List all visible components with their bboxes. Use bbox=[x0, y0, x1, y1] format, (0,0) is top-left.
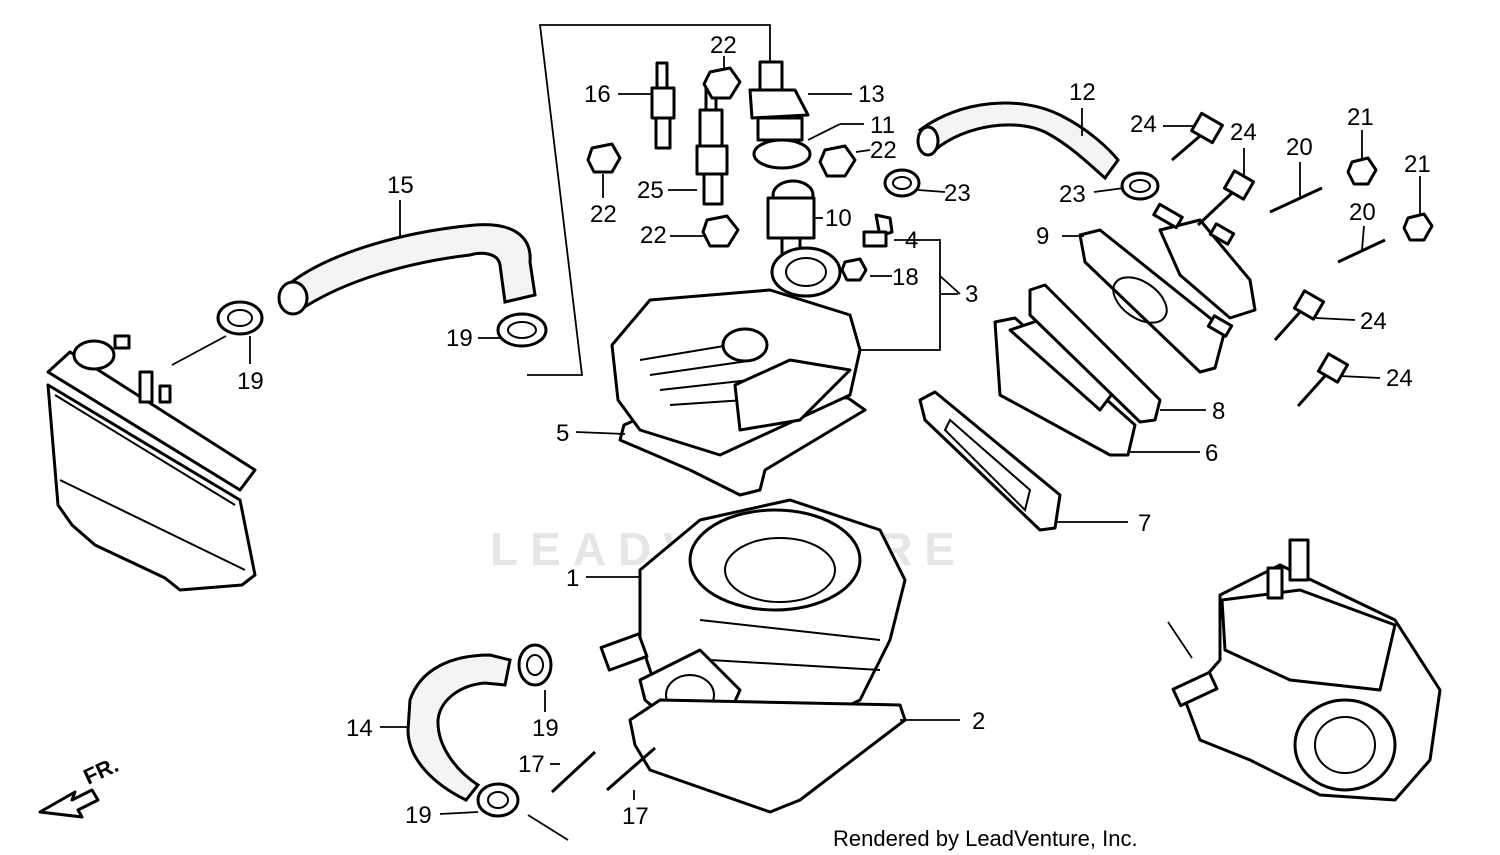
callout-21: 21 bbox=[1347, 104, 1374, 131]
callout-19: 19 bbox=[446, 325, 473, 352]
nut-18[interactable] bbox=[840, 257, 868, 282]
thermostat-cover-13[interactable] bbox=[748, 60, 810, 142]
callout-9: 9 bbox=[1036, 223, 1049, 250]
callout-6: 6 bbox=[1205, 440, 1218, 467]
callout-18: 18 bbox=[892, 264, 919, 291]
hose-clamp-23a[interactable] bbox=[883, 168, 921, 198]
callout-19: 19 bbox=[405, 802, 432, 829]
callout-17: 17 bbox=[622, 803, 649, 830]
callout-22: 22 bbox=[640, 222, 667, 249]
stud-17-a[interactable] bbox=[550, 750, 597, 794]
front-direction-arrow bbox=[38, 788, 100, 819]
carburetor-joint[interactable] bbox=[1152, 202, 1257, 338]
callout-2: 2 bbox=[972, 708, 985, 735]
stud-20-a[interactable] bbox=[1269, 186, 1323, 214]
bolt-24-c[interactable] bbox=[1273, 289, 1326, 341]
spark-plug-16[interactable] bbox=[650, 61, 676, 150]
nut-21-top[interactable] bbox=[1346, 156, 1378, 186]
callout-11: 11 bbox=[870, 112, 895, 139]
nut-22-left[interactable] bbox=[586, 142, 622, 174]
stud-17-b[interactable] bbox=[606, 746, 656, 792]
callout-22: 22 bbox=[870, 137, 897, 164]
hose-clamp-19c[interactable] bbox=[517, 643, 553, 687]
callout-25: 25 bbox=[637, 177, 664, 204]
callout-24: 24 bbox=[1130, 111, 1157, 138]
footer-credit: Rendered by LeadVenture, Inc. bbox=[833, 826, 1138, 851]
callout-3: 3 bbox=[965, 281, 978, 308]
engine-reference bbox=[1171, 538, 1442, 802]
hose-clamp-19d[interactable] bbox=[476, 782, 520, 818]
callout-19: 19 bbox=[532, 715, 559, 742]
nut-22-top[interactable] bbox=[702, 66, 742, 100]
bolt-24-a[interactable] bbox=[1171, 111, 1224, 162]
reed-gasket-8[interactable] bbox=[1028, 283, 1162, 424]
insulator-gasket-7[interactable] bbox=[918, 390, 1062, 532]
callout-20: 20 bbox=[1286, 134, 1313, 161]
bolt-4[interactable] bbox=[862, 213, 894, 248]
callout-8: 8 bbox=[1212, 398, 1225, 425]
upper-radiator-hose[interactable] bbox=[279, 223, 537, 312]
callout-23: 23 bbox=[1059, 181, 1086, 208]
callout-19: 19 bbox=[237, 368, 264, 395]
callout-12: 12 bbox=[1069, 79, 1096, 106]
callout-22: 22 bbox=[590, 201, 617, 228]
bolt-24-b[interactable] bbox=[1196, 169, 1256, 227]
callout-10: 10 bbox=[825, 205, 852, 232]
bypass-hose[interactable] bbox=[917, 101, 1120, 181]
cylinder-head-5[interactable] bbox=[610, 246, 867, 497]
stud-20-b[interactable] bbox=[1337, 238, 1386, 264]
hose-clamp-23b[interactable] bbox=[1120, 171, 1160, 201]
reed-valve-6[interactable] bbox=[993, 316, 1137, 457]
bolt-24-d[interactable] bbox=[1296, 352, 1350, 408]
group-bracket bbox=[527, 24, 771, 376]
callout-21: 21 bbox=[1404, 151, 1431, 178]
spark-plug-25[interactable] bbox=[695, 86, 729, 206]
callout-17: 17 bbox=[518, 751, 545, 778]
callout-5: 5 bbox=[556, 420, 569, 447]
nut-21-bottom[interactable] bbox=[1402, 212, 1434, 242]
callout-7: 7 bbox=[1138, 510, 1151, 537]
callout-24: 24 bbox=[1230, 119, 1257, 146]
lower-radiator-hose[interactable] bbox=[406, 653, 512, 802]
callout-14: 14 bbox=[346, 715, 373, 742]
hose-clamp-19b[interactable] bbox=[496, 312, 548, 348]
callout-22: 22 bbox=[710, 32, 737, 59]
hose-clamp-19a[interactable] bbox=[216, 300, 264, 336]
callout-24: 24 bbox=[1386, 365, 1413, 392]
callout-23: 23 bbox=[944, 180, 971, 207]
callout-20: 20 bbox=[1349, 199, 1376, 226]
callout-13: 13 bbox=[858, 81, 885, 108]
nut-22-right[interactable] bbox=[818, 144, 857, 178]
radiator-part[interactable] bbox=[46, 334, 257, 592]
nut-22-bottom[interactable] bbox=[701, 214, 740, 248]
callout-15: 15 bbox=[387, 172, 414, 199]
intake-manifold-9[interactable] bbox=[1078, 228, 1227, 374]
base-gasket-2[interactable] bbox=[628, 698, 907, 814]
front-marker-text: FR. bbox=[80, 752, 123, 790]
callout-1: 1 bbox=[566, 565, 579, 592]
o-ring-11[interactable] bbox=[752, 138, 812, 170]
callout-24: 24 bbox=[1360, 308, 1387, 335]
callout-16: 16 bbox=[584, 81, 611, 108]
leader-lines bbox=[171, 56, 1421, 841]
cylinder-1[interactable] bbox=[599, 498, 907, 742]
callout-4: 4 bbox=[905, 227, 918, 254]
